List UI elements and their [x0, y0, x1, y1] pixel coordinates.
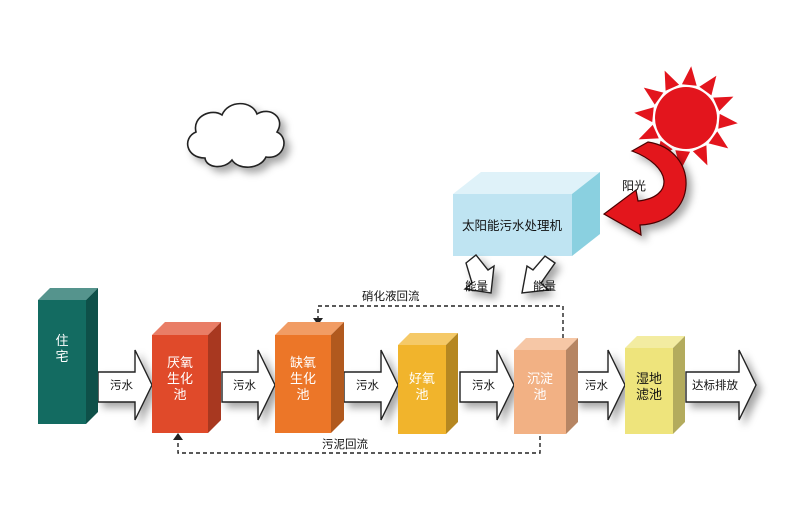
sun-ray	[638, 124, 659, 140]
cloud-icon	[186, 102, 285, 168]
residence-block-label: 住宅	[55, 334, 68, 365]
anoxic-tank-label: 缺氧生化池	[290, 356, 316, 403]
nitrate-return-line	[313, 305, 564, 338]
flow-arrow-1-label: 污水	[110, 378, 133, 392]
nitrate-return-label: 硝化液回流	[362, 289, 420, 303]
anaerobic-tank: 厌氧生化池	[152, 322, 221, 433]
aerobic-tank: 好氧池	[398, 333, 458, 434]
sun-ray	[713, 96, 734, 112]
sun-ray	[681, 66, 697, 86]
sunlight-label: 阳光	[622, 179, 646, 193]
solar-machine-face	[453, 194, 572, 256]
sun-ray	[699, 75, 717, 96]
sludge-return-line	[173, 433, 541, 454]
flow-arrow-4-label: 污水	[472, 378, 495, 392]
energy-arrow-1	[463, 254, 495, 294]
anaerobic-tank-label: 厌氧生化池	[167, 356, 193, 403]
sunlight-arrow-icon	[602, 141, 687, 237]
solar-machine-label: 太阳能污水处理机	[462, 218, 563, 233]
energy-label-1: 能量	[465, 279, 488, 293]
solar-sewage-machine: 太阳能污水处理机	[453, 172, 600, 256]
sedimentation-tank: 沉淀池	[514, 338, 578, 434]
flow-arrow-5	[574, 349, 626, 421]
flow-arrow-2-label: 污水	[233, 378, 256, 392]
flow-arrow-3-label: 污水	[356, 378, 379, 392]
energy-arrow-2	[521, 255, 556, 294]
flow-arrow-1	[97, 349, 153, 421]
energy-label-2: 能量	[533, 279, 556, 293]
sun-ray	[692, 145, 708, 166]
anoxic-tank: 缺氧生化池	[275, 322, 344, 433]
residence-block: 住宅	[38, 288, 98, 424]
sun-ray	[718, 113, 738, 129]
flow-arrow-4	[459, 349, 515, 421]
discharge-arrow	[685, 349, 757, 421]
sludge-return-label: 污泥回流	[322, 437, 368, 451]
sun-ray	[664, 70, 680, 91]
sedimentation-tank-label: 沉淀池	[527, 372, 553, 403]
discharge-arrow-label: 达标排放	[692, 378, 738, 392]
aerobic-tank-label: 好氧池	[409, 372, 435, 403]
sun-ray	[708, 131, 729, 149]
wetland-filter: 湿地滤池	[625, 336, 685, 434]
flow-arrow-5-label: 污水	[585, 378, 608, 392]
sun-ray	[634, 107, 654, 123]
wetland-filter-label: 湿地滤池	[636, 372, 662, 403]
sun-ray	[643, 87, 664, 105]
flow-arrow-3	[343, 349, 399, 421]
sun-ray	[675, 150, 691, 170]
flow-arrow-2	[221, 349, 276, 421]
